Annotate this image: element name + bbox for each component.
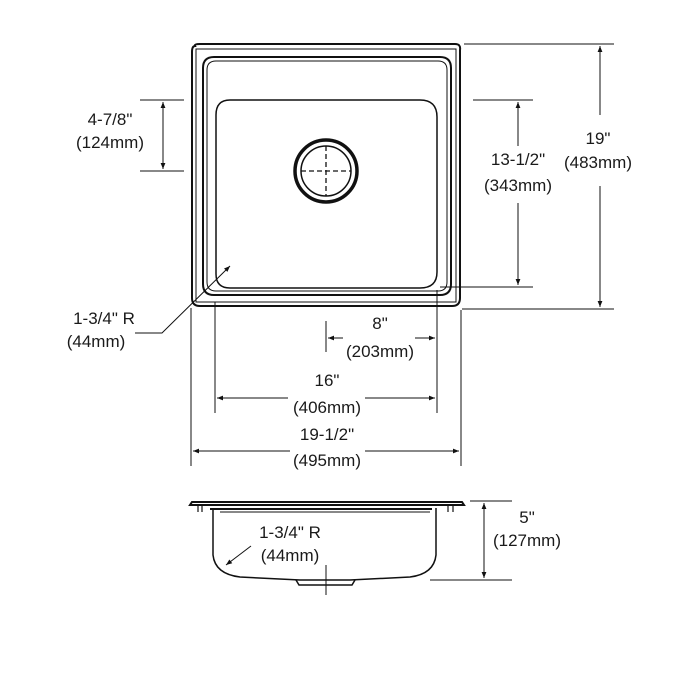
sink-bowl [215, 99, 438, 289]
sink-rim-inner-edge [195, 48, 457, 303]
dim-bowl-length: 13-1/2" (343mm) [440, 99, 552, 288]
sink-deck [202, 56, 452, 296]
top-view [191, 43, 462, 307]
dim-overall-width: 19-1/2" (495mm) [190, 308, 462, 470]
side-bowl-profile [212, 508, 437, 581]
dim-bowl-width-metric: (406mm) [293, 398, 361, 417]
dim-corner-radius-side-metric: (44mm) [261, 546, 320, 565]
dim-bowl-width-imperial: 16" [315, 371, 340, 390]
dim-bowl-length-imperial: 13-1/2" [491, 150, 545, 169]
mounting-clips [197, 505, 454, 512]
dim-bowl-depth-metric: (127mm) [493, 531, 561, 550]
dim-overall-width-imperial: 19-1/2" [300, 425, 354, 444]
dim-overall-length-metric: (483mm) [564, 153, 632, 172]
dim-faucet-offset-metric: (124mm) [76, 133, 144, 152]
dim-drain-offset-imperial: 8" [372, 314, 388, 333]
dim-overall-length: 19" (483mm) [462, 43, 632, 310]
dim-drain-offset-metric: (203mm) [346, 342, 414, 361]
drain-outer-ring [293, 138, 359, 204]
side-view [188, 501, 466, 595]
dim-bowl-length-metric: (343mm) [484, 176, 552, 195]
dim-overall-length-imperial: 19" [586, 129, 611, 148]
dim-faucet-offset-imperial: 4-7/8" [88, 110, 133, 129]
dim-bowl-width: 16" (406mm) [214, 290, 438, 417]
dim-corner-radius-side-imperial: 1-3/4" R [259, 523, 321, 542]
dim-bowl-depth-imperial: 5" [519, 508, 535, 527]
dim-corner-radius-top-imperial: 1-3/4" R [73, 309, 135, 328]
sink-outer-rim [191, 43, 462, 307]
dim-corner-radius-top: 1-3/4" R (44mm) [67, 265, 231, 351]
side-rim [188, 501, 466, 506]
dim-bowl-depth: 5" (127mm) [430, 500, 561, 581]
dim-drain-offset: 8" (203mm) [325, 314, 435, 361]
dim-corner-radius-side: 1-3/4" R (44mm) [225, 523, 321, 566]
dim-corner-radius-top-metric: (44mm) [67, 332, 126, 351]
dim-faucet-offset: 4-7/8" (124mm) [76, 99, 184, 172]
dim-overall-width-metric: (495mm) [293, 451, 361, 470]
